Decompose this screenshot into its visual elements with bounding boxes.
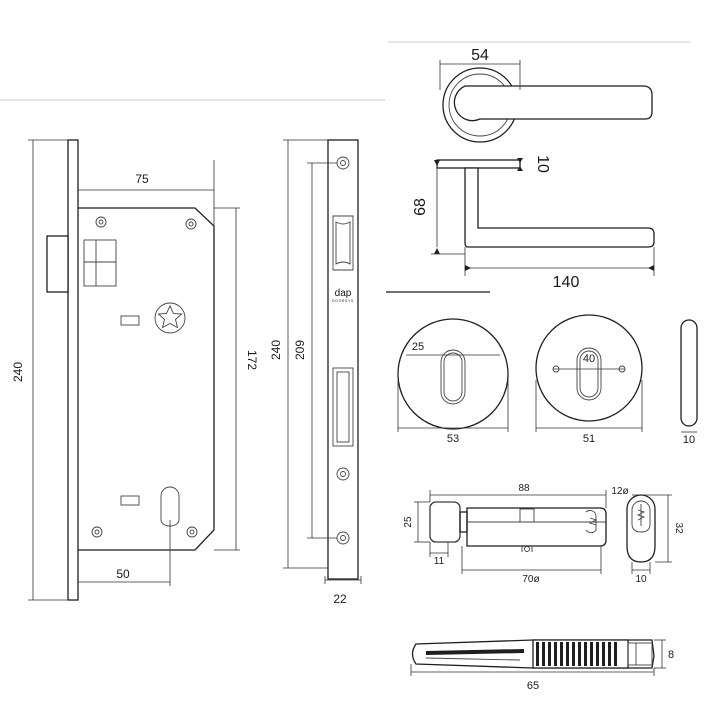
lever-arm-side — [464, 167, 655, 248]
faceplate-outline — [327, 139, 359, 580]
cylinder-profile-view: 12ø 32 10 — [611, 486, 684, 585]
dim-escutcheon-a-inner: 25 — [412, 341, 424, 353]
dim-screw-spacing: 209 — [293, 340, 307, 360]
dim-profile-top: 12ø — [611, 486, 628, 497]
escutcheon-keyhole-view: 25 53 — [397, 318, 509, 445]
dim-key-width: 8 — [668, 649, 674, 661]
key-grip-ribs — [536, 642, 617, 666]
latch-bolt — [46, 235, 69, 293]
rose-side — [436, 159, 521, 169]
escutcheon-side-outline — [680, 319, 698, 427]
dim-key-length: 65 — [527, 680, 539, 692]
brand-tagline: DOORSYS — [332, 299, 354, 303]
lock-case-outline — [78, 207, 215, 551]
cylinder-profile-outline — [626, 494, 656, 563]
dim-escutcheon-side: 10 — [683, 434, 695, 446]
dim-rose-diameter: 54 — [471, 47, 489, 64]
screw-icon — [186, 526, 198, 538]
lock-body-view: 240 75 172 50 — [11, 139, 259, 601]
lever-arm-top — [453, 85, 653, 122]
dim-body-height: 172 — [245, 350, 259, 370]
dim-lever-length: 140 — [553, 274, 580, 291]
escutcheon-outline — [535, 314, 643, 422]
cylinder-cutout-icon — [160, 486, 180, 527]
dim-rose-thickness: 10 — [534, 155, 551, 173]
dim-cylinder-body: 70ø — [522, 574, 539, 585]
screw-icon — [336, 531, 350, 545]
dim-escutcheon-a-diameter: 53 — [447, 433, 459, 445]
screw-icon — [91, 526, 103, 538]
lock-faceplate-edge — [67, 139, 79, 601]
escutcheon-side-view: 10 — [680, 319, 698, 446]
dim-profile-height: 32 — [673, 522, 684, 534]
euro-cylinder-view: 88 25 11 70ø — [403, 483, 607, 585]
faceplate-view: dap DOORSYS 240 209 22 — [269, 139, 362, 606]
dim-cylinder-backset: 50 — [116, 567, 130, 581]
lever-top-view: 54 — [439, 47, 653, 143]
deadbolt-opening — [332, 367, 354, 447]
latch-opening — [332, 215, 354, 271]
screw-icon — [336, 156, 350, 170]
key-outline — [411, 639, 655, 669]
key-view: 65 8 — [410, 639, 674, 692]
screw-icon — [95, 216, 107, 228]
cylinder-hole-icon — [576, 347, 602, 401]
brand-logo: dap — [335, 288, 352, 299]
dim-escutcheon-b-diameter: 51 — [583, 433, 595, 445]
dim-profile-width: 10 — [635, 574, 647, 585]
dim-lock-height: 240 — [11, 362, 25, 382]
screw-icon — [336, 467, 350, 481]
dim-faceplate-width: 22 — [333, 592, 347, 606]
dim-lever-height: 68 — [412, 198, 429, 216]
thumbturn-knob — [429, 501, 461, 543]
cylinder-body — [466, 507, 607, 547]
construction-lines — [0, 41, 690, 101]
dim-cylinder-length: 88 — [518, 483, 530, 494]
lever-side-view: 10 68 140 — [412, 155, 655, 291]
dim-knob-width: 11 — [434, 556, 445, 567]
escutcheon-outline — [397, 318, 509, 430]
escutcheon-cylinder-view: 40 51 — [535, 314, 643, 445]
screw-icon — [185, 218, 197, 230]
dim-backset: 75 — [135, 172, 149, 186]
dim-escutcheon-b-inner: 40 — [583, 353, 595, 365]
dim-knob-height: 25 — [403, 516, 414, 528]
follower-hub-icon — [154, 302, 186, 334]
keyhole-icon — [440, 349, 466, 405]
dim-faceplate-height: 240 — [269, 340, 283, 360]
